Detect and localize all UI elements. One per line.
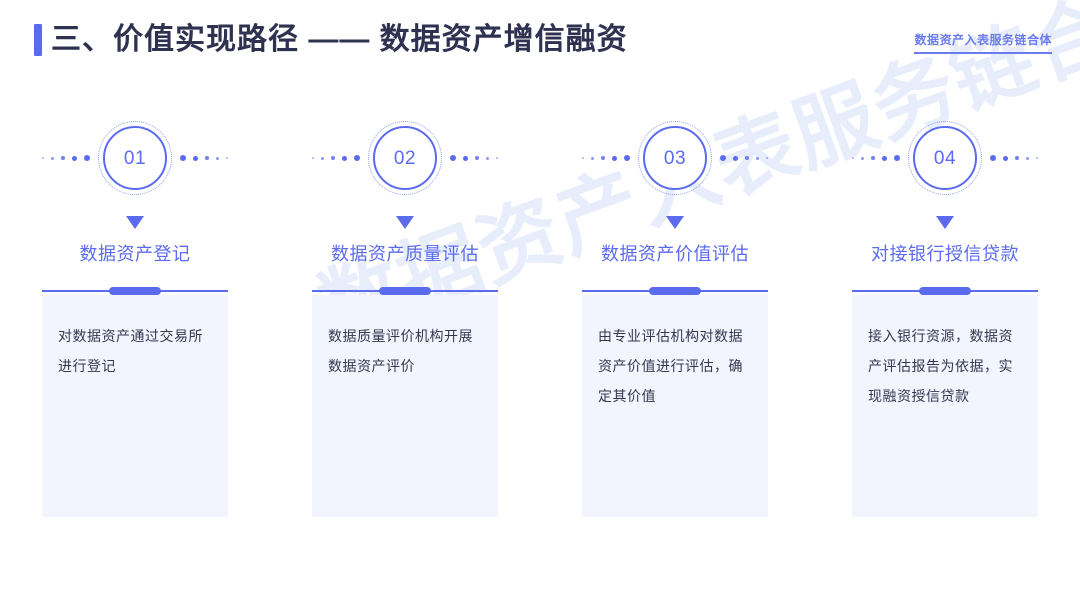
step-body-card: 对数据资产通过交易所进行登记 <box>42 295 228 517</box>
dotted-ring-icon <box>368 121 442 195</box>
step-title: 数据资产价值评估 <box>601 244 749 264</box>
connector-dots-left <box>42 152 90 164</box>
page-title: 三、价值实现路径 —— 数据资产增信融资 <box>34 24 628 56</box>
connector-dots-right <box>450 152 498 164</box>
step-number-badge[interactable]: 04 <box>908 121 982 195</box>
solid-ring-icon <box>373 126 437 190</box>
solid-ring-icon <box>643 126 707 190</box>
connector-dots-left <box>312 152 360 164</box>
corner-brand-tag: 数据资产入表服务链合体 <box>914 32 1052 54</box>
solid-ring-icon <box>103 126 167 190</box>
divider-knob <box>919 287 971 295</box>
step-card-04[interactable]: 04 对接银行授信贷款 接入银行资源，数据资产评估报告为依据，实现融资授信贷款 <box>810 112 1080 517</box>
step-title: 对接银行授信贷款 <box>871 244 1019 264</box>
step-body-card: 接入银行资源，数据资产评估报告为依据，实现融资授信贷款 <box>852 295 1038 517</box>
steps-row: 01 数据资产登记 对数据资产通过交易所进行登记 <box>0 112 1080 517</box>
connector-dots-right <box>180 152 228 164</box>
step-number-label: 01 <box>123 147 147 169</box>
step-card-02[interactable]: 02 数据资产质量评估 数据质量评价机构开展数据资产评价 <box>270 112 540 517</box>
connector-dots-right <box>990 152 1038 164</box>
step-body-text: 由专业评估机构对数据资产价值进行评估，确定其价值 <box>598 328 743 404</box>
step-body-text: 对数据资产通过交易所进行登记 <box>58 328 203 374</box>
page-title-text: 三、价值实现路径 —— 数据资产增信融资 <box>51 23 628 56</box>
connector-dots-left <box>582 152 630 164</box>
connector-dots-left <box>852 152 900 164</box>
down-arrow-icon <box>936 216 954 229</box>
step-number-badge[interactable]: 02 <box>368 121 442 195</box>
step-card-03[interactable]: 03 数据资产价值评估 由专业评估机构对数据资产价值进行评估，确定其价值 <box>540 112 810 517</box>
step-card-01[interactable]: 01 数据资产登记 对数据资产通过交易所进行登记 <box>0 112 270 517</box>
step-badge-row: 02 <box>270 112 540 204</box>
dotted-ring-icon <box>908 121 982 195</box>
step-number-badge[interactable]: 03 <box>638 121 712 195</box>
divider-knob <box>379 287 431 295</box>
divider-knob <box>109 287 161 295</box>
step-body-card: 由专业评估机构对数据资产价值进行评估，确定其价值 <box>582 295 768 517</box>
corner-brand-tag-label: 数据资产入表服务链合体 <box>914 33 1052 47</box>
step-badge-row: 01 <box>0 112 270 204</box>
step-divider <box>582 287 768 295</box>
step-body-card: 数据质量评价机构开展数据资产评价 <box>312 295 498 517</box>
step-number-label: 03 <box>663 147 687 169</box>
step-title: 数据资产登记 <box>79 244 191 264</box>
step-number-label: 02 <box>393 147 417 169</box>
down-arrow-icon <box>126 216 144 229</box>
dotted-ring-icon <box>638 121 712 195</box>
down-arrow-icon <box>396 216 414 229</box>
step-body-text: 数据质量评价机构开展数据资产评价 <box>328 328 473 374</box>
solid-ring-icon <box>913 126 977 190</box>
step-number-badge[interactable]: 01 <box>98 121 172 195</box>
connector-dots-right <box>720 152 768 164</box>
step-divider <box>42 287 228 295</box>
title-accent-bar <box>34 24 42 56</box>
corner-brand-tag-rule <box>914 51 1052 54</box>
dotted-ring-icon <box>98 121 172 195</box>
step-number-label: 04 <box>933 147 957 169</box>
slide-header: 三、价值实现路径 —— 数据资产增信融资 数据资产入表服务链合体 <box>0 0 1080 92</box>
step-title: 数据资产质量评估 <box>331 244 479 264</box>
step-body-text: 接入银行资源，数据资产评估报告为依据，实现融资授信贷款 <box>868 328 1013 404</box>
divider-knob <box>649 287 701 295</box>
step-divider <box>852 287 1038 295</box>
step-badge-row: 04 <box>810 112 1080 204</box>
step-divider <box>312 287 498 295</box>
down-arrow-icon <box>666 216 684 229</box>
step-badge-row: 03 <box>540 112 810 204</box>
